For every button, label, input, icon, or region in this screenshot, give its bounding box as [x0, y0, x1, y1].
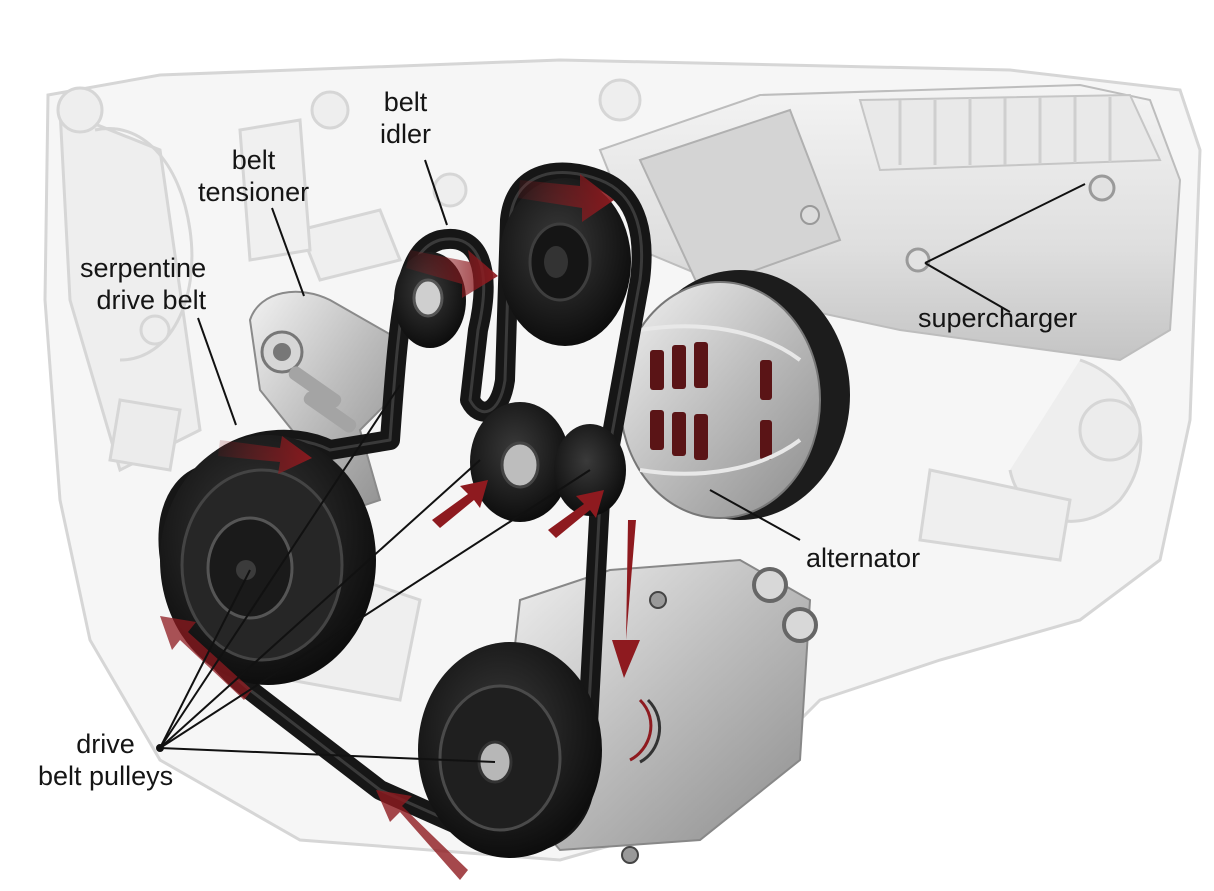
label-belt-idler: belt idler — [380, 86, 431, 150]
label-alternator: alternator — [806, 542, 920, 574]
label-pulleys-line1: drive — [76, 729, 135, 759]
leader-serpentine-belt — [197, 317, 237, 426]
label-serpentine-line1: serpentine — [80, 253, 207, 283]
leader-pulley-2 — [159, 384, 401, 749]
leader-pulley-4 — [159, 469, 591, 749]
label-belt-tensioner-line1: belt — [231, 145, 276, 175]
label-belt-idler-line1: belt — [383, 87, 428, 117]
leader-supercharger — [924, 183, 1086, 264]
leader-belt-tensioner — [271, 207, 305, 297]
alternator-body — [619, 270, 850, 520]
label-pulleys-line2: belt pulleys — [38, 761, 174, 791]
leader-belt-idler — [424, 159, 448, 226]
leader-pulley-1 — [159, 569, 251, 749]
leader-junction-dot — [156, 744, 164, 752]
leader-alternator — [709, 489, 801, 541]
label-serpentine-line2: drive belt — [96, 285, 207, 315]
label-serpentine-drive-belt: serpentine drive belt — [80, 252, 206, 316]
compressor-pulley — [418, 642, 602, 858]
leader-lines — [156, 159, 1086, 763]
supercharger-pulley — [499, 178, 631, 346]
idler-pulley — [470, 402, 570, 522]
leader-pulley-3 — [159, 459, 481, 749]
label-belt-idler-line2: idler — [380, 119, 432, 149]
leader-supercharger-2 — [924, 262, 1011, 313]
leader-pulley-5 — [159, 747, 496, 763]
label-belt-tensioner: belt tensioner — [198, 144, 309, 208]
crankshaft-pulley — [160, 435, 376, 685]
label-supercharger-text: supercharger — [918, 303, 1078, 333]
label-supercharger: supercharger — [918, 302, 1077, 334]
tensioner-bracket — [248, 290, 402, 512]
label-belt-tensioner-line2: tensioner — [198, 177, 310, 207]
label-alternator-text: alternator — [806, 543, 921, 573]
label-drive-belt-pulleys: drive belt pulleys — [38, 728, 173, 792]
